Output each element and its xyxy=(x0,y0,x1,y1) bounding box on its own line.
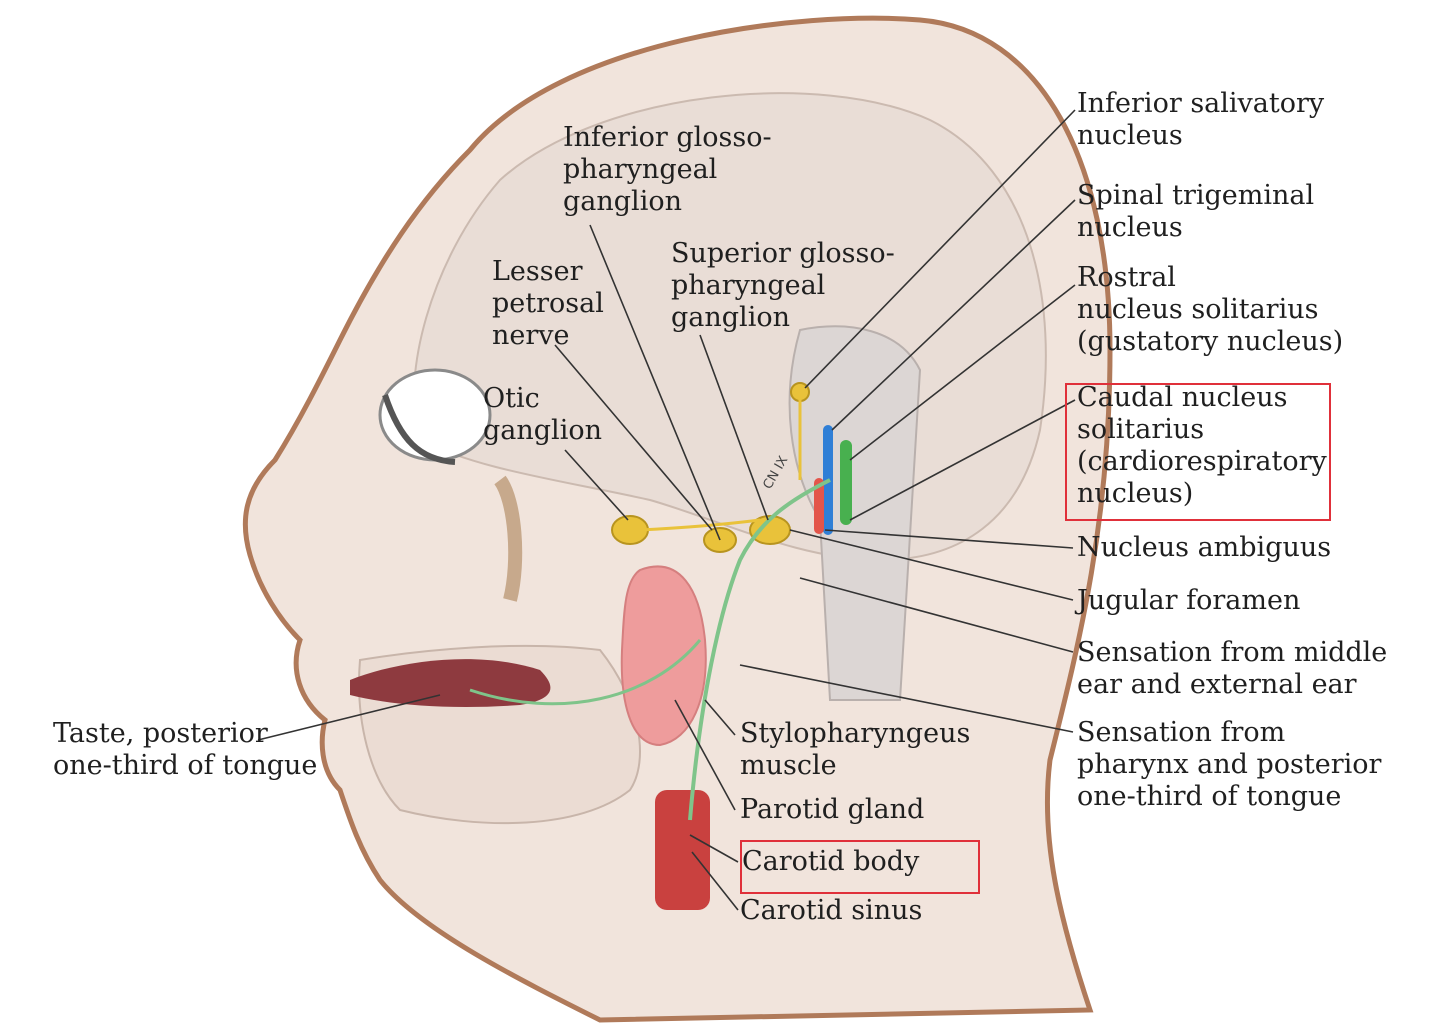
leader-ambiguus xyxy=(824,529,1074,549)
highlight-carotid-body xyxy=(740,840,980,894)
label-otic-ganglion: Otic ganglion xyxy=(483,383,602,446)
label-superior-glosso: Superior glosso- pharyngeal ganglion xyxy=(671,238,895,333)
highlight-caudal-nucleus xyxy=(1065,383,1331,521)
petrosal-branch xyxy=(639,518,761,532)
leader-superior-glosso xyxy=(699,334,769,521)
leader-caudal xyxy=(849,399,1076,521)
leader-otic xyxy=(564,449,629,521)
label-carotid-sinus: Carotid sinus xyxy=(740,895,923,926)
tongue xyxy=(350,659,551,707)
label-jugular-foramen: Jugular foramen xyxy=(1077,585,1301,616)
leader-rostral xyxy=(849,284,1076,461)
leader-jugular xyxy=(789,529,1074,601)
leader-sensation-pharynx xyxy=(739,664,1074,733)
leader-inferior-salivatory xyxy=(804,109,1076,389)
zygomatic-bone xyxy=(494,475,523,602)
eyelid xyxy=(382,394,456,465)
label-nucleus-ambiguus: Nucleus ambiguus xyxy=(1077,532,1332,563)
label-inferior-salivatory: Inferior salivatory nucleus xyxy=(1077,88,1325,151)
label-spinal-trigeminal: Spinal trigeminal nucleus xyxy=(1077,180,1315,243)
label-lesser-petrosal: Lesser petrosal nerve xyxy=(492,256,604,351)
label-caudal-nucleus: Caudal nucleus solitarius (cardiorespira… xyxy=(1077,382,1327,509)
label-sensation-pharynx: Sensation from pharynx and posterior one… xyxy=(1077,717,1382,812)
leader-carotid-body xyxy=(689,834,739,863)
leader-lesser-petrosal xyxy=(554,344,713,531)
leader-inferior-glosso xyxy=(589,224,721,541)
label-carotid-body: Carotid body xyxy=(742,846,920,877)
leader-parotid xyxy=(674,699,736,811)
leader-taste xyxy=(257,694,441,741)
brainstem-shape xyxy=(788,325,922,701)
cn-ix-trunk xyxy=(688,478,831,821)
label-rostral-nucleus: Rostral nucleus solitarius (gustatory nu… xyxy=(1077,262,1344,357)
label-taste: Taste, posterior one-third of tongue xyxy=(53,718,318,781)
label-parotid-gland: Parotid gland xyxy=(740,794,925,825)
eye xyxy=(378,368,492,462)
label-inferior-glosso: Inferior glosso- pharyngeal ganglion xyxy=(563,122,772,217)
nucleus-red xyxy=(814,478,824,534)
carotid-artery xyxy=(655,790,710,910)
leader-lines xyxy=(257,109,1076,911)
leader-carotid-sinus xyxy=(691,851,739,911)
tongue-branch xyxy=(469,639,702,706)
nucleus-green xyxy=(840,440,852,525)
label-sensation-ear: Sensation from middle ear and external e… xyxy=(1077,637,1388,700)
leader-stylopharyngeus xyxy=(704,699,736,736)
label-stylopharyngeus: Stylopharyngeus muscle xyxy=(740,718,971,781)
parotid-gland-shape xyxy=(620,565,707,747)
leader-sensation-ear xyxy=(799,577,1074,653)
leader-spinal-trigeminal xyxy=(831,199,1076,431)
